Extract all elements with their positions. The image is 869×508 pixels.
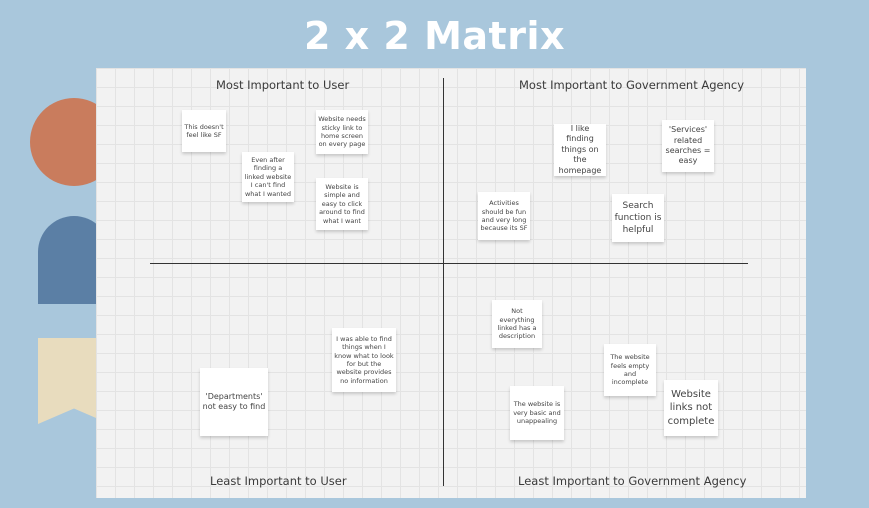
label-least-important-user: Least Important to User bbox=[210, 474, 347, 488]
sticky-note[interactable]: 'Departments' not easy to find bbox=[200, 368, 268, 436]
matrix-board: Most Important to User Most Important to… bbox=[96, 68, 806, 498]
sticky-note[interactable]: Search function is helpful bbox=[612, 194, 664, 242]
page-title: 2 x 2 Matrix bbox=[304, 14, 565, 58]
label-least-important-agency: Least Important to Government Agency bbox=[518, 474, 747, 488]
sticky-note[interactable]: Not everything linked has a description bbox=[492, 300, 542, 348]
sticky-note[interactable]: The website feels empty and incomplete bbox=[604, 344, 656, 396]
sticky-note[interactable]: Website needs sticky link to home screen… bbox=[316, 110, 368, 154]
sticky-note[interactable]: 'Services' related searches = easy bbox=[662, 120, 714, 172]
sticky-note[interactable]: Website links not complete bbox=[664, 380, 718, 436]
sticky-note[interactable]: I like finding things on the homepage bbox=[554, 124, 606, 176]
sticky-note[interactable]: Website is simple and easy to click arou… bbox=[316, 178, 368, 230]
sticky-note[interactable]: Even after finding a linked website I ca… bbox=[242, 152, 294, 202]
horizontal-axis bbox=[150, 263, 748, 264]
sticky-note[interactable]: This doesn't feel like SF bbox=[182, 110, 226, 152]
label-most-important-agency: Most Important to Government Agency bbox=[519, 78, 745, 92]
vertical-axis bbox=[443, 78, 444, 486]
sticky-note[interactable]: I was able to find things when I know wh… bbox=[332, 328, 396, 392]
sticky-note[interactable]: Activities should be fun and very long b… bbox=[478, 192, 530, 240]
sticky-note[interactable]: The website is very basic and unappealin… bbox=[510, 386, 564, 440]
label-most-important-user: Most Important to User bbox=[216, 78, 350, 92]
